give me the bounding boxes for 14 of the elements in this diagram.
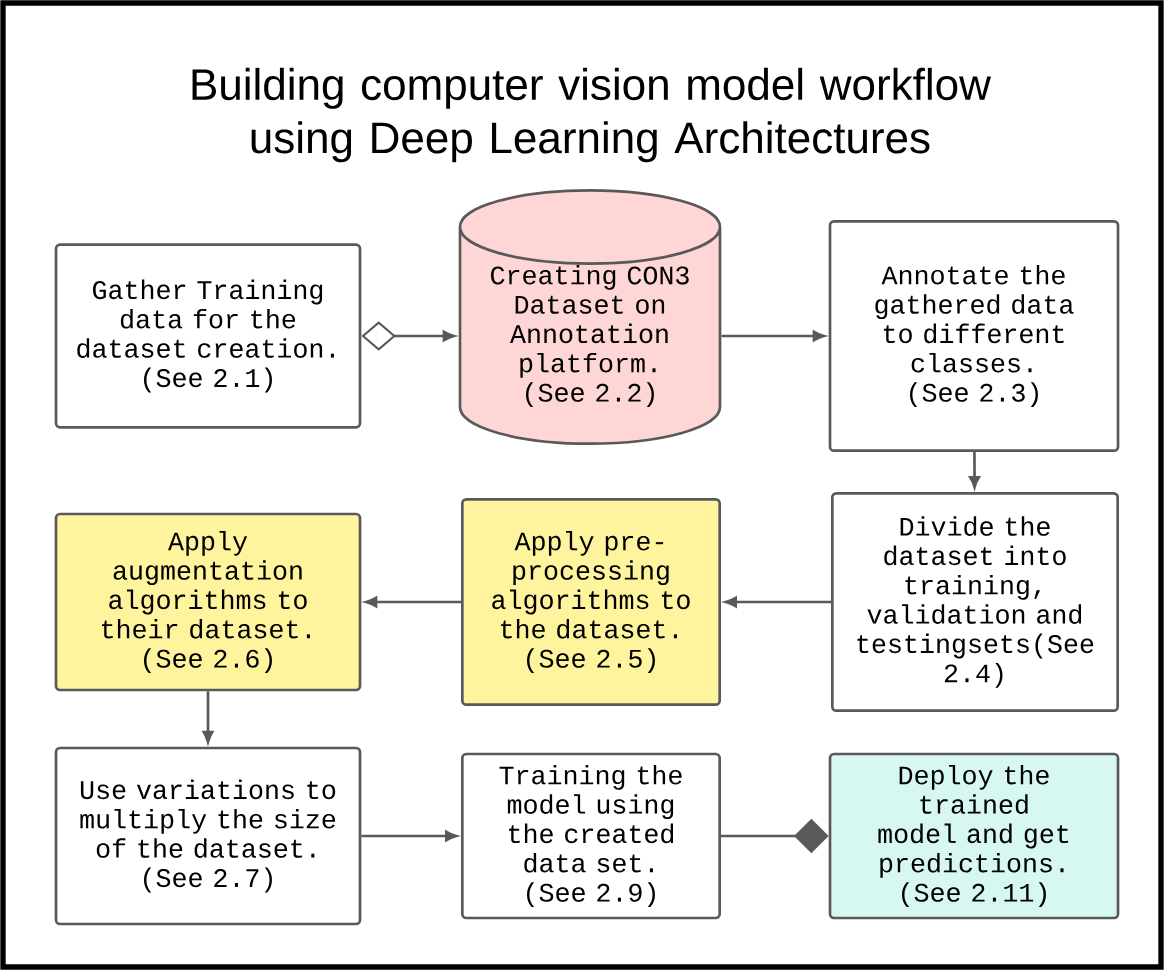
process-box: Divide the dataset into training, validation and testingsets(See 2.4) xyxy=(831,492,1119,712)
process-box: Gather Training data for the dataset creation. (See 2.1) xyxy=(54,243,362,429)
process-box: Apply pre-processing algorithms to the dataset. (See 2.5) xyxy=(461,498,721,706)
arrow xyxy=(361,830,458,842)
arrow xyxy=(724,596,831,608)
arrow xyxy=(361,321,456,351)
process-box: Training the model using the created data set. (See 2.9) xyxy=(461,752,721,920)
process-box: Deploy the trained model and get predictions. (See 2.11) xyxy=(828,752,1120,920)
process-box: Use variations to multiply the size of the dataset. (See 2.7) xyxy=(54,746,362,926)
title: Building computer vision model workflow using Deep Learning Architectures xyxy=(192,67,991,163)
process-box: Annotate the gathered data to different classes. (See 2.3) xyxy=(828,220,1120,452)
database-cylinder: Creating CON3 Dataset on Annotation platform. (See 2.2) xyxy=(458,189,722,446)
process-box: Apply augmentation algorithms to their dataset. (See 2.6) xyxy=(54,512,362,692)
arrow xyxy=(721,330,826,342)
